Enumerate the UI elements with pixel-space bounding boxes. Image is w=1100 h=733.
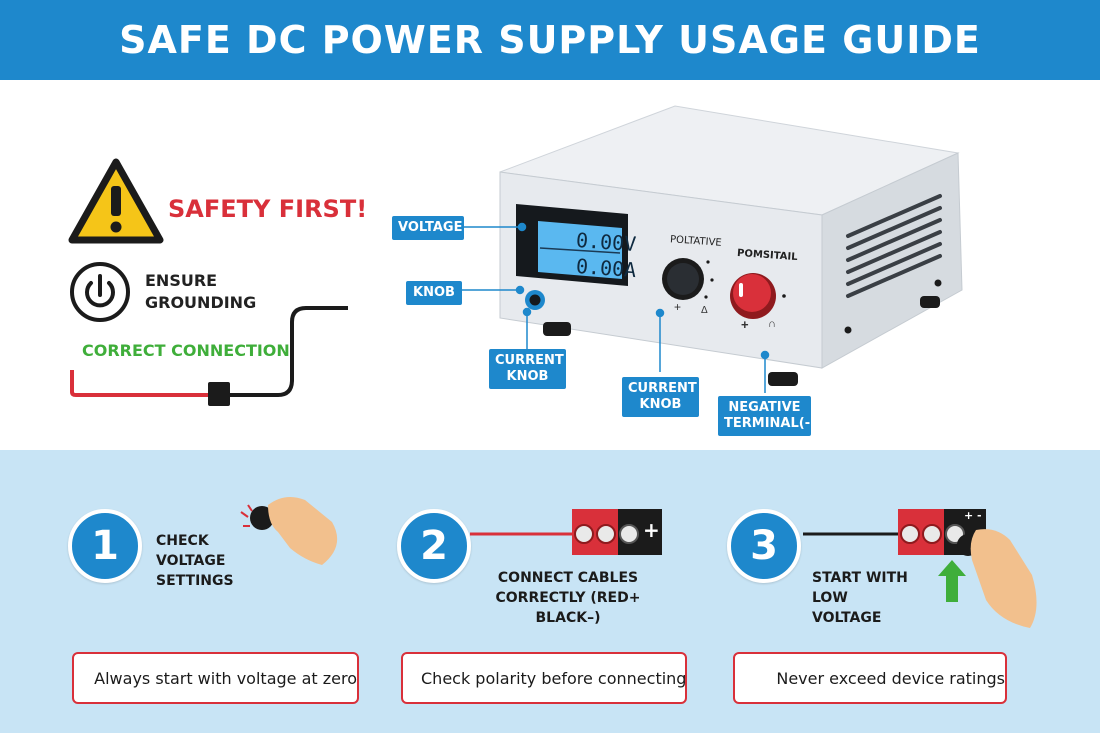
step-3-number: 3 xyxy=(727,509,801,583)
warning-box-polarity: Check polarity before connecting xyxy=(401,652,687,704)
callout-negative-terminal: NEGATIVE TERMINAL(-) xyxy=(718,396,816,436)
warning-triangle-icon xyxy=(68,158,164,244)
warning-text: Never exceed device ratings xyxy=(776,668,1005,688)
lcd-current-readout: 0.00A xyxy=(575,253,637,283)
header-banner: SAFE DC POWER SUPPLY USAGE GUIDE xyxy=(0,0,1100,80)
callout-current-knob-2: CURRENT KNOB xyxy=(622,377,699,417)
step-3-text: START WITH LOW VOLTAGE xyxy=(812,570,908,626)
left-knob-plus-mark: + xyxy=(674,300,682,314)
safety-first-heading: SAFETY FIRST! xyxy=(168,195,368,223)
lcd-voltage-readout: 0.00V xyxy=(575,227,637,257)
step-2-number: 2 xyxy=(397,509,471,583)
warning-box-ratings: Never exceed device ratings xyxy=(733,652,1007,704)
correct-connection-label: CORRECT CONNECTION xyxy=(82,341,290,360)
warning-text: Check polarity before connecting xyxy=(421,668,687,688)
callout-current-knob-1: CURRENT KNOB xyxy=(489,349,566,389)
right-knob-plus-mark: + xyxy=(741,317,749,332)
page-title: SAFE DC POWER SUPPLY USAGE GUIDE xyxy=(119,18,981,62)
step3-terminal-illustration xyxy=(803,509,1037,628)
step1-hand-illustration xyxy=(240,496,338,565)
warning-box-zero-voltage: Always start with voltage at zero xyxy=(72,652,359,704)
step2-terminal-plus: + xyxy=(643,518,660,542)
step-1-text: CHECK VOLTAGE SETTINGS xyxy=(156,533,234,589)
step3-terminal-plus-minus: + - xyxy=(964,509,982,522)
right-knob-cap-mark: ∩ xyxy=(768,318,776,330)
callout-voltage: VOLTAGE xyxy=(392,216,464,240)
ensure-grounding-label: ENSURE GROUNDING xyxy=(145,271,257,312)
warning-text: Always start with voltage at zero xyxy=(94,668,357,688)
left-knob-delta-mark: Δ xyxy=(701,305,708,316)
cable-illustration xyxy=(70,306,348,406)
step-1-number: 1 xyxy=(68,509,142,583)
callout-leaders xyxy=(460,222,770,393)
callout-knob: KNOB xyxy=(406,281,462,305)
power-supply-device xyxy=(499,105,963,386)
power-icon xyxy=(70,262,130,322)
step2-terminal-illustration xyxy=(470,509,662,555)
step-2-text: CONNECT CABLES CORRECTLY (RED+ BLACK–) xyxy=(495,570,641,626)
